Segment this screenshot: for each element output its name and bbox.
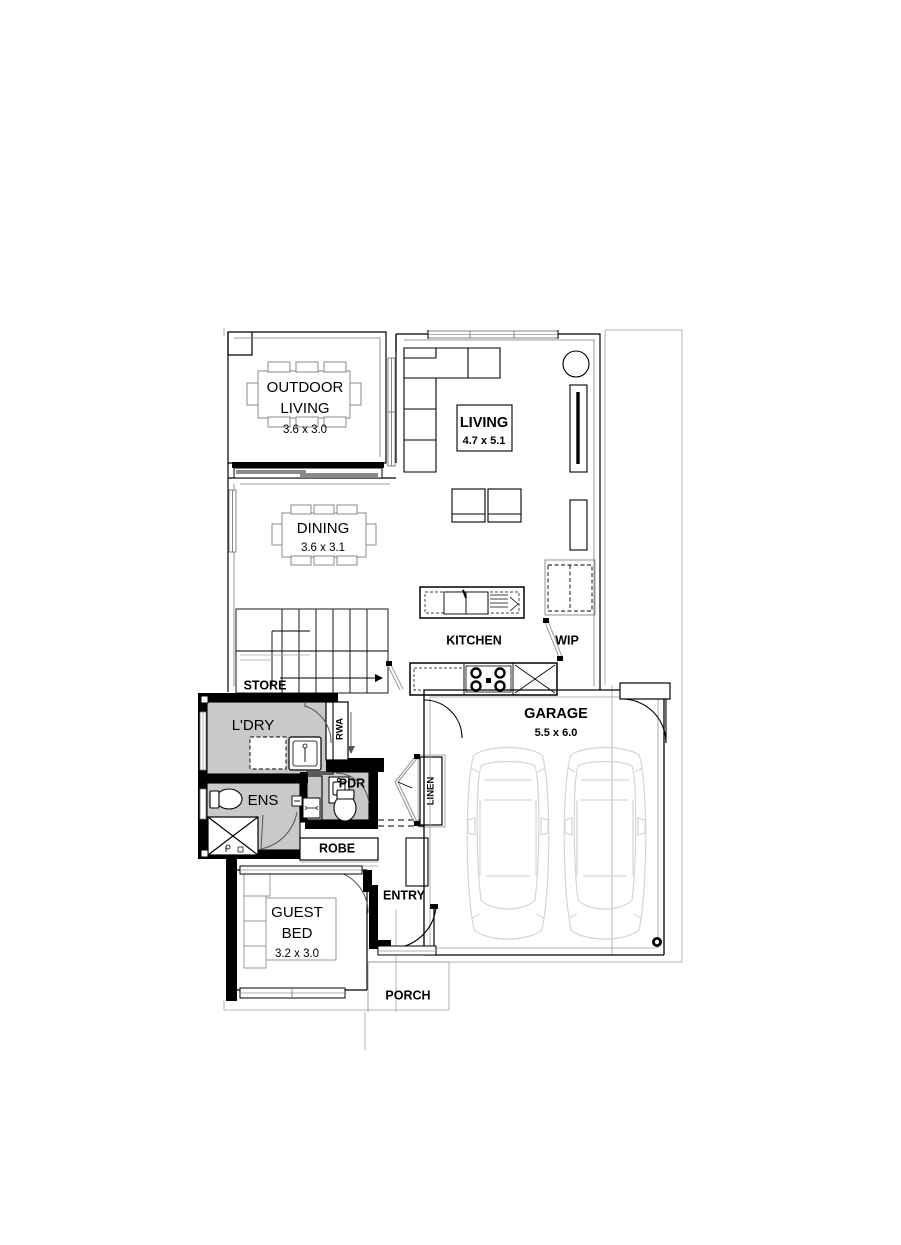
porch-label: PORCH bbox=[385, 988, 430, 1002]
l-shaped-sofa bbox=[403, 347, 501, 473]
linen-bifold-door bbox=[394, 754, 420, 826]
laundry-tub bbox=[288, 736, 322, 771]
dining-dimension: 3.6 x 3.1 bbox=[301, 542, 345, 554]
armchair-right bbox=[487, 488, 522, 523]
corner-posts bbox=[200, 695, 209, 858]
car-right bbox=[563, 746, 647, 940]
outdoor-living-label-line1: OUTDOOR bbox=[267, 379, 344, 396]
laundry-label: L'DRY bbox=[232, 717, 275, 734]
window-dining-left bbox=[228, 489, 237, 553]
dining-label: DINING bbox=[297, 520, 350, 537]
toilet-pdr bbox=[333, 789, 357, 822]
corridor-fixture bbox=[291, 795, 303, 807]
sliding-door-outdoor bbox=[232, 462, 384, 479]
armchair-left bbox=[451, 488, 486, 523]
store-label: STORE bbox=[244, 678, 287, 692]
linen-label: LINEN bbox=[426, 777, 437, 806]
guest-bed-dimension: 3.2 x 3.0 bbox=[275, 948, 319, 960]
robe-label: ROBE bbox=[319, 841, 355, 855]
window-outdoor-right bbox=[387, 357, 396, 467]
outdoor-table bbox=[246, 361, 362, 428]
washing-machine bbox=[249, 736, 287, 770]
window-guest-bed bbox=[239, 987, 346, 999]
wip-label: WIP bbox=[555, 633, 579, 647]
living-label: LIVING bbox=[460, 415, 508, 431]
porch-outline bbox=[367, 961, 449, 1012]
living-label-box bbox=[456, 404, 513, 452]
kitchen-island bbox=[419, 586, 525, 619]
garage-outline-inner bbox=[429, 696, 659, 949]
shower-ens bbox=[207, 816, 259, 856]
linen-cupboard bbox=[417, 754, 446, 828]
entry-cupboard bbox=[405, 837, 429, 887]
laundry-door bbox=[304, 703, 332, 744]
wall-inner-offsets bbox=[233, 337, 595, 686]
garage-drain-symbol bbox=[652, 937, 662, 947]
garage-label: GARAGE bbox=[524, 706, 588, 722]
dining-table bbox=[271, 504, 377, 566]
outdoor-living-dimension: 3.6 x 3.0 bbox=[283, 424, 327, 436]
guest-bed-label-line1: GUEST bbox=[271, 904, 323, 921]
garage-dimension: 5.5 x 6.0 bbox=[535, 727, 578, 739]
corridor-vanity bbox=[302, 797, 321, 819]
window-laundry bbox=[199, 711, 207, 771]
guest-bed-label-line2: BED bbox=[282, 925, 313, 942]
console-unit bbox=[569, 499, 588, 551]
rwa-arrow bbox=[347, 712, 355, 754]
window-ens bbox=[199, 788, 207, 820]
entry-label: ENTRY bbox=[383, 888, 426, 902]
robe-cupboard bbox=[299, 837, 379, 861]
ensuite-door bbox=[260, 811, 298, 850]
wip-door bbox=[543, 618, 564, 661]
ensuite-label: ENS bbox=[248, 792, 279, 809]
wip-shelving bbox=[544, 559, 596, 616]
kitchen-label: KITCHEN bbox=[446, 633, 502, 647]
pdr-door bbox=[335, 772, 370, 804]
tv-unit bbox=[569, 384, 588, 473]
garage-door-right bbox=[619, 682, 671, 744]
site-boundary-lines bbox=[223, 328, 683, 1050]
entry-threshold bbox=[377, 945, 437, 956]
window-living-top bbox=[427, 330, 559, 339]
toilet-ens bbox=[209, 788, 243, 810]
service-line bbox=[378, 819, 424, 827]
living-dimension: 4.7 x 5.1 bbox=[463, 435, 506, 447]
stair-door bbox=[386, 661, 404, 691]
cooktop bbox=[465, 665, 512, 693]
round-side-table-icon bbox=[562, 350, 590, 378]
pdr-label: PDR bbox=[339, 776, 365, 790]
car-left bbox=[466, 746, 550, 940]
window-guest-bed-top bbox=[239, 865, 363, 875]
rwa-label: RWA bbox=[335, 718, 346, 740]
garage-door-left bbox=[423, 697, 463, 739]
outdoor-living-label-line2: LIVING bbox=[280, 400, 329, 417]
